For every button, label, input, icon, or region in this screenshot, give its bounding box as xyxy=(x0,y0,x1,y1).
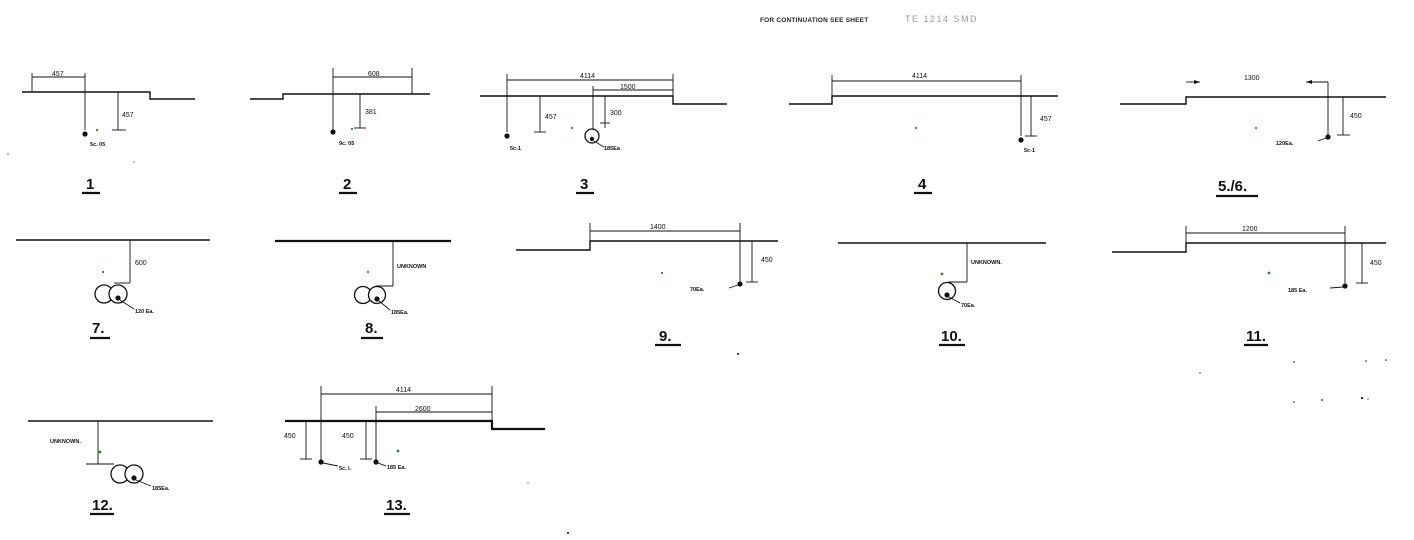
detail-number: 5./6. xyxy=(1218,178,1247,195)
ground-profile xyxy=(1120,96,1386,105)
dim-depth: 450 xyxy=(761,257,773,264)
detail-number: 10. xyxy=(941,328,962,345)
cable-dot xyxy=(318,459,324,465)
detail-number: 8. xyxy=(365,320,378,337)
detail-5-6: 1300 450 120Ea. 5./6. xyxy=(1120,75,1386,198)
detail-9: 1400 450 70Ea. 9. xyxy=(516,223,778,347)
ground-profile xyxy=(285,419,545,431)
dim-depth: UNKNOWN. xyxy=(50,439,81,445)
detail-number: 9. xyxy=(659,328,672,345)
ground-profile xyxy=(22,91,195,100)
detail-3: 4114 1500 457 300 5c-1 185Ea 3 xyxy=(480,73,727,195)
dim-offset: 2600 xyxy=(415,406,431,413)
dim-overall: 4114 xyxy=(580,73,595,80)
dim-depth: 457 xyxy=(545,114,557,121)
cable-label-2: 185Ea xyxy=(604,146,621,152)
continuation-ref: TE 1214 SMD xyxy=(905,14,978,24)
cable-dot xyxy=(82,131,88,137)
cable-label: 120Ea. xyxy=(1276,141,1294,147)
cable-label-2: 185 Ea. xyxy=(387,465,406,471)
cable-dot xyxy=(330,129,336,135)
cable-label: 5c. 05 xyxy=(90,142,105,148)
dim-width: 608 xyxy=(368,71,380,78)
dim-depth: 450 xyxy=(1370,260,1382,267)
ground-profile xyxy=(480,95,727,105)
dim-depth-2: 450 xyxy=(342,433,354,440)
dim-depth: 381 xyxy=(365,109,377,116)
cable-dot xyxy=(504,133,510,139)
cable-dot xyxy=(1018,137,1024,143)
dim-width: 4114 xyxy=(912,73,927,80)
ground-profile xyxy=(1112,242,1386,253)
detail-4: 4114 457 5c-1 4 xyxy=(789,73,1058,195)
detail-number: 4 xyxy=(918,176,927,193)
cable-label: 185Ea. xyxy=(391,310,409,316)
continuation-note: FOR CONTINUATION SEE SHEET xyxy=(760,17,868,24)
dim-width: 1300 xyxy=(1244,75,1260,82)
ground-profile xyxy=(789,95,1058,105)
detail-number: 2 xyxy=(343,176,351,193)
cable-label: 70Ea. xyxy=(961,303,976,309)
dim-width: 1200 xyxy=(1242,226,1258,233)
dim-overall: 4114 xyxy=(396,387,411,394)
dim-offset: 1500 xyxy=(620,84,636,91)
ground-profile xyxy=(516,240,778,251)
detail-7: 600 120 Ea. 7. xyxy=(16,239,210,340)
detail-1: 457 457 5c. 05 1 xyxy=(22,71,195,195)
detail-2: 608 381 9c. 05 2 xyxy=(250,68,430,195)
detail-number: 1 xyxy=(86,176,94,193)
dim-depth: 450 xyxy=(1350,113,1362,120)
dim-depth: 600 xyxy=(135,260,147,267)
duct-circle xyxy=(124,464,144,484)
cable-dot xyxy=(1325,134,1331,140)
duct-circle xyxy=(367,285,387,305)
dim-depth-2: 300 xyxy=(610,110,622,117)
duct-circle xyxy=(584,128,600,144)
cable-label: 5c-1 xyxy=(510,146,521,152)
dim-width: 457 xyxy=(52,71,64,78)
cable-label: 120 Ea. xyxy=(135,309,154,315)
duct-circle xyxy=(937,281,957,301)
detail-number: 7. xyxy=(92,320,105,337)
dim-depth: UNKNOWN xyxy=(397,264,426,270)
dim-depth: 457 xyxy=(1040,116,1052,123)
dim-depth: UNKNOWN. xyxy=(971,260,1002,266)
cable-label: 5c. i. xyxy=(339,466,352,472)
cable-label: 5c-1 xyxy=(1024,148,1035,154)
dim-depth: 457 xyxy=(122,112,134,119)
cable-label: 185 Ea. xyxy=(1288,288,1307,294)
cable-label: 9c. 05 xyxy=(339,141,354,147)
detail-number: 12. xyxy=(92,497,113,514)
dim-depth: 450 xyxy=(284,433,296,440)
ground-profile xyxy=(250,93,430,100)
duct-circle xyxy=(108,284,128,304)
detail-13: 4114 2600 450 450 5c. i. 185 Ea. 13. xyxy=(284,386,545,516)
scan-specks xyxy=(7,153,1387,534)
cable-dot xyxy=(1342,283,1348,289)
cable-label: 185Ea. xyxy=(152,486,170,492)
detail-number: 3 xyxy=(580,176,588,193)
dim-width: 1400 xyxy=(650,224,666,231)
detail-number: 13. xyxy=(386,497,407,514)
detail-11: 1200 450 185 Ea. 11. xyxy=(1112,226,1386,347)
detail-8: UNKNOWN 185Ea. 8. xyxy=(275,239,451,340)
cable-dot xyxy=(737,281,743,287)
cable-label: 70Ea. xyxy=(690,287,705,293)
detail-number: 11. xyxy=(1246,328,1266,345)
detail-10: UNKNOWN. 70Ea. 10. xyxy=(838,242,1046,347)
cable-dot xyxy=(373,459,379,465)
detail-12: UNKNOWN. 185Ea. 12. xyxy=(28,420,213,516)
